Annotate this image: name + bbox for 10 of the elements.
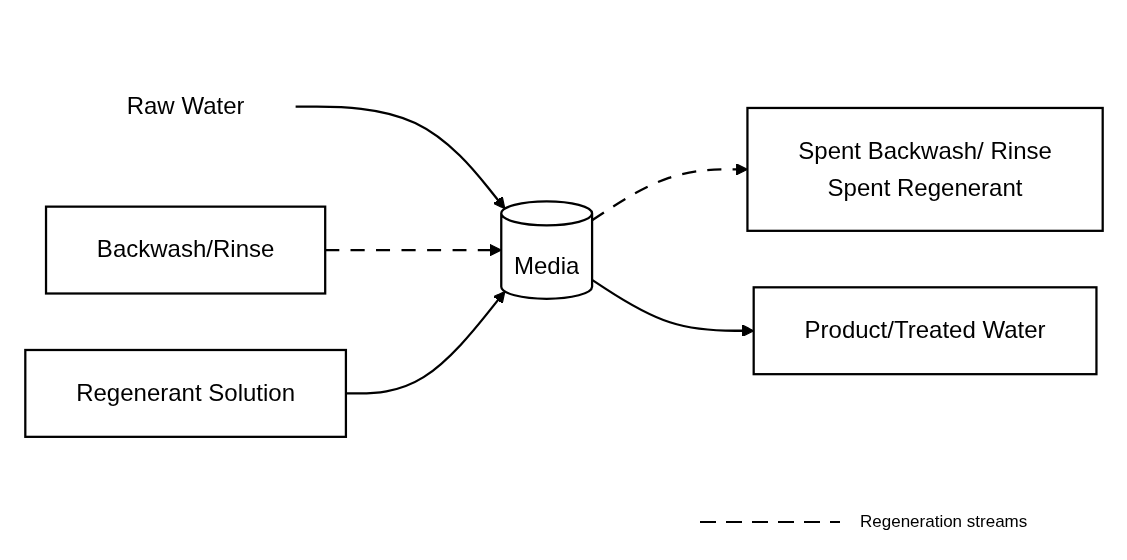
node-box: Regenerant Solution <box>23 348 347 438</box>
node-box: Backwash/Rinse <box>44 205 326 295</box>
node-box: Spent Backwash/ Rinse Spent Regenerant <box>745 106 1104 232</box>
arrow <box>590 278 754 337</box>
node-box: Product/Treated Water <box>752 286 1098 376</box>
legend-text: Regeneration streams <box>860 512 1028 532</box>
arrow <box>345 290 505 395</box>
node-text: Raw Water <box>126 92 245 120</box>
arrow <box>324 243 502 257</box>
arrow <box>294 105 505 210</box>
